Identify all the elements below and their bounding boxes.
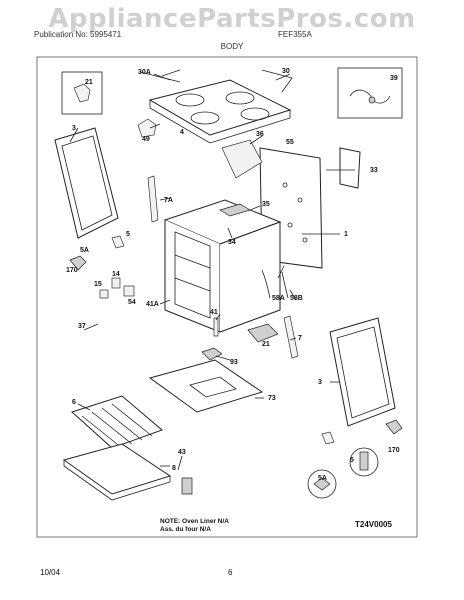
callout-37: 37 (78, 323, 86, 330)
callout-14: 14 (112, 271, 120, 278)
callout-33: 33 (370, 167, 378, 174)
callout-36: 36 (256, 131, 264, 138)
callout-35: 35 (262, 201, 270, 208)
footer-page-number: 6 (228, 568, 233, 577)
callout-49: 49 (142, 136, 150, 143)
diagram-code: T24V0005 (355, 520, 392, 529)
publication-number: Publication No: 5995471 (34, 30, 122, 39)
part-37 (83, 323, 99, 331)
diagram-frame (36, 56, 418, 538)
callout-54: 54 (128, 299, 136, 306)
top-cover-part-4 (148, 79, 292, 144)
oven-rack-part-6 (71, 395, 163, 449)
callout-5a-right: 5A (318, 475, 327, 482)
callout-39: 39 (390, 75, 398, 82)
hinge-part-170-right (385, 419, 403, 435)
callout-7: 7 (298, 335, 302, 342)
part-14 (111, 277, 121, 289)
harness-58 (261, 269, 289, 299)
inset-part-39 (337, 67, 403, 119)
part-49 (137, 118, 157, 138)
inset-hinge-5a-right (307, 469, 337, 499)
callout-170-right: 170 (388, 447, 400, 454)
hinge-part-5-right-top (321, 431, 335, 445)
section-title: BODY (220, 42, 244, 51)
callout-3-left: 3 (72, 125, 76, 132)
callout-7a: 7A (164, 197, 173, 204)
vent-duct-part-36 (221, 139, 263, 179)
oven-body (163, 199, 282, 333)
callout-15: 15 (94, 281, 102, 288)
callout-5-right: 5 (350, 457, 354, 464)
callout-5-left: 5 (126, 231, 130, 238)
part-30-wire (261, 69, 293, 93)
part-15 (99, 289, 109, 299)
part-93 (201, 347, 223, 361)
callout-30a: 30A (138, 69, 151, 76)
drawer-part-8 (62, 443, 172, 501)
watermark: AppliancePartsPros.com (48, 4, 416, 34)
callout-6: 6 (72, 399, 76, 406)
callout-30: 30 (282, 68, 290, 75)
callout-4: 4 (180, 129, 184, 136)
rail-part-7 (283, 315, 299, 359)
callout-55: 55 (286, 139, 294, 146)
callout-58b: 58B (290, 295, 303, 302)
callout-43: 43 (178, 449, 186, 456)
callout-73: 73 (268, 395, 276, 402)
callout-5a-left: 5A (80, 247, 89, 254)
leader-lines (69, 73, 355, 471)
note-line-2: Ass. du four N/A (160, 526, 211, 533)
bracket-part-33 (339, 147, 361, 189)
callout-41: 41 (210, 309, 218, 316)
callout-3-right: 3 (318, 379, 322, 386)
note-line-1: NOTE: Oven Liner N/A (160, 518, 229, 525)
callout-170-left: 170 (66, 267, 78, 274)
callout-34: 34 (228, 239, 236, 246)
part-21-center (247, 323, 279, 343)
callout-1: 1 (344, 231, 348, 238)
side-panel-right-part-3 (329, 317, 396, 427)
callout-8: 8 (172, 465, 176, 472)
rail-part-7a (147, 175, 159, 223)
hinge-part-5a-left (69, 255, 87, 271)
bottom-panel-part-73 (148, 359, 264, 413)
part-30a-wire (139, 69, 181, 83)
inset-hinge-5-right (349, 447, 379, 477)
inset-part-21 (61, 71, 103, 115)
callout-58a: 58A (272, 295, 285, 302)
part-41 (213, 317, 219, 337)
side-panel-left-part-3 (54, 127, 119, 239)
part-43 (181, 477, 193, 495)
callout-21-top: 21 (85, 79, 93, 86)
part-54 (123, 285, 135, 297)
callout-93: 93 (230, 359, 238, 366)
callout-41a: 41A (146, 301, 159, 308)
hinge-part-5-left (111, 235, 125, 249)
callout-21-center: 21 (262, 341, 270, 348)
model-number: FEF355A (278, 30, 312, 39)
oven-liner-note: NOTE: Oven Liner N/A Ass. du four N/A (160, 518, 229, 534)
footer-date: 10/04 (40, 568, 61, 577)
